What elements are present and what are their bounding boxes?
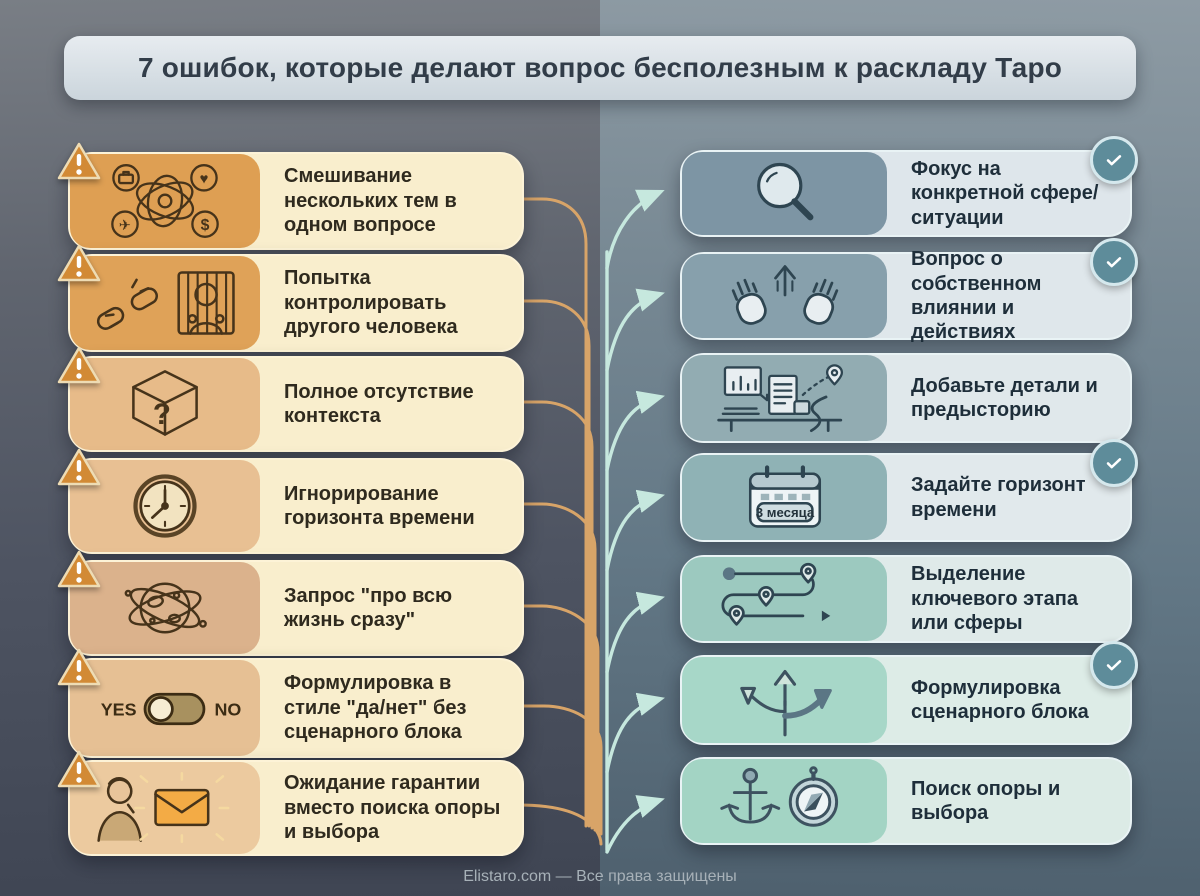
mistake-card-3: ? Полное отсутствие контекста (57, 346, 524, 452)
card-label: Смешивание нескольких тем в одном вопрос… (284, 165, 457, 237)
solution-card-5: Выделение ключевого этапа или сферы (680, 555, 1132, 643)
solution-card-3: Добавьте детали и предысторию (680, 353, 1132, 443)
warning-icon (55, 645, 103, 691)
warning-icon (55, 343, 103, 389)
card-label: Формулировка в стиле "да/нет" без сценар… (284, 672, 467, 744)
mistake-card-1: ♥ ✈ $ Смешивание нескольких тем в одном … (57, 142, 524, 250)
clock-icon (70, 460, 260, 552)
footer-credit: Elistaro.com — Все права защищены (463, 868, 737, 885)
calendar-icon: 3 месяца (682, 455, 887, 540)
check-icon (1090, 439, 1138, 487)
check-icon (1090, 641, 1138, 689)
globe-orbits-icon (70, 562, 260, 654)
card-label: Запрос "про всю жизнь сразу" (284, 584, 453, 631)
svg-text:♥: ♥ (200, 172, 209, 188)
warning-icon (55, 547, 103, 593)
solution-card-1: Фокус на конкретной сфере/ситуации (680, 136, 1138, 237)
mistake-card-4: Игнорирование горизонта времени (57, 448, 524, 554)
solution-card-4: 3 месяца Задайте горизонт времени (680, 439, 1138, 542)
mistake-card-6: YES NO Формулировка в стиле "да/нет" без… (57, 648, 524, 758)
yes-no-toggle-icon: YES NO (70, 660, 260, 756)
svg-text:YES: YES (101, 699, 137, 719)
card-label: Задайте горизонт времени (911, 474, 1086, 521)
card-label: Фокус на конкретной сфере/ситуации (911, 157, 1099, 229)
warning-icon (55, 139, 103, 185)
mystery-box-icon: ? (70, 358, 260, 450)
svg-text:NO: NO (215, 699, 242, 719)
hands-up-arrow-icon (682, 254, 887, 338)
card-label: Формулировка сценарного блока (911, 676, 1089, 723)
mistake-card-5: Запрос "про всю жизнь сразу" (57, 550, 524, 656)
check-icon (1090, 136, 1138, 184)
title-banner: 7 ошибок, которые делают вопрос бесполез… (64, 36, 1136, 100)
magnifier-icon (682, 152, 887, 235)
svg-text:?: ? (153, 398, 171, 431)
svg-text:$: $ (201, 217, 210, 234)
card-label: Игнорирование горизонта времени (284, 482, 475, 529)
card-label: Выделение ключевого этапа или сферы (911, 563, 1079, 635)
branching-arrows-icon (682, 657, 887, 743)
anchor-compass-icon (682, 759, 887, 843)
warning-icon (55, 445, 103, 491)
desk-details-icon (682, 355, 887, 441)
tangled-topics-icon: ♥ ✈ $ (70, 154, 260, 248)
check-icon (1090, 238, 1138, 286)
svg-text:3 месяца: 3 месяца (755, 504, 814, 519)
mistake-card-2: Попытка контролировать другого человека (57, 244, 524, 352)
person-envelope-icon (70, 762, 260, 854)
warning-icon (55, 241, 103, 287)
svg-text:✈: ✈ (119, 218, 131, 234)
card-label: Добавьте детали и предысторию (911, 374, 1098, 421)
route-pins-icon (682, 557, 887, 641)
broken-chain-prisoner-icon (70, 256, 260, 350)
solution-card-6: Формулировка сценарного блока (680, 641, 1138, 745)
mistake-card-7: Ожидание гарантии вместо поиска опоры и … (57, 750, 524, 856)
card-label: Попытка контролировать другого человека (284, 267, 458, 339)
card-label: Вопрос о собственном влиянии и действиях (911, 248, 1042, 344)
card-label: Поиск опоры и выбора (911, 777, 1061, 824)
card-label: Полное отсутствие контекста (284, 380, 474, 427)
card-label: Ожидание гарантии вместо поиска опоры и … (284, 772, 501, 844)
solution-card-2: Вопрос о собственном влиянии и действиях (680, 238, 1138, 343)
warning-icon (55, 747, 103, 793)
solution-card-7: Поиск опоры и выбора (680, 757, 1132, 845)
page-title: 7 ошибок, которые делают вопрос бесполез… (137, 52, 1063, 83)
